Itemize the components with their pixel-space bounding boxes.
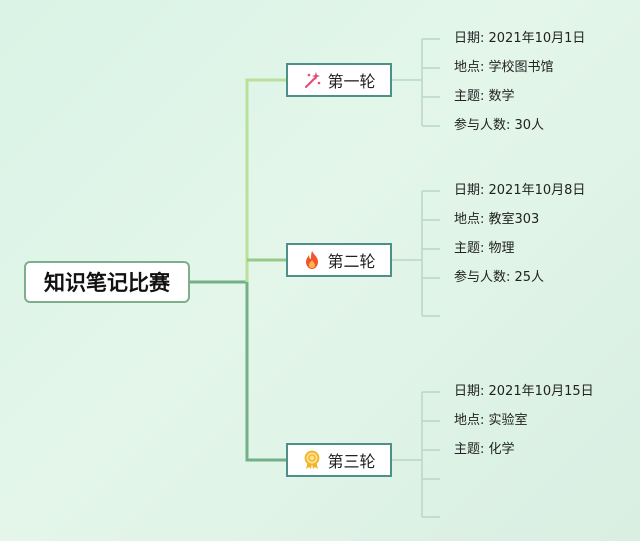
leaf-date[interactable]: 日期: 2021年10月15日 [454,384,594,399]
leaf-location[interactable]: 地点: 学校图书馆 [454,60,554,75]
branch-node-3[interactable]: 第三轮 [286,443,392,477]
leaf-participants[interactable]: 参与人数: 30人 [454,118,545,133]
branch-node-1[interactable]: 第一轮 [286,63,392,97]
branch-2-leaf-connectors [392,190,440,317]
leaf-date[interactable]: 日期: 2021年10月8日 [454,183,586,198]
branch-3-connector [245,282,286,462]
leaf-date[interactable]: 日期: 2021年10月1日 [454,31,586,46]
leaf-topic[interactable]: 主题: 化学 [454,442,515,457]
root-title: 知识笔记比赛 [44,271,170,295]
branch-title: 第二轮 [327,252,376,271]
branch-3-leaf-connectors [392,391,440,518]
branch-node-2[interactable]: 第二轮 [286,243,392,277]
medal-icon [302,450,322,470]
leaf-location[interactable]: 地点: 实验室 [454,413,528,428]
branch-title: 第三轮 [327,452,376,471]
branch-1-connector [245,78,286,282]
leaf-participants[interactable]: 参与人数: 25人 [454,270,545,285]
root-node[interactable]: 知识笔记比赛 [24,261,190,303]
branch-1-leaf-connectors [392,38,440,127]
leaf-topic[interactable]: 主题: 物理 [454,241,515,256]
fire-icon [302,250,322,270]
leaf-topic[interactable]: 主题: 数学 [454,89,515,104]
sparkle-icon [302,70,322,90]
branch-title: 第一轮 [327,72,376,91]
leaf-location[interactable]: 地点: 教室303 [454,212,540,227]
